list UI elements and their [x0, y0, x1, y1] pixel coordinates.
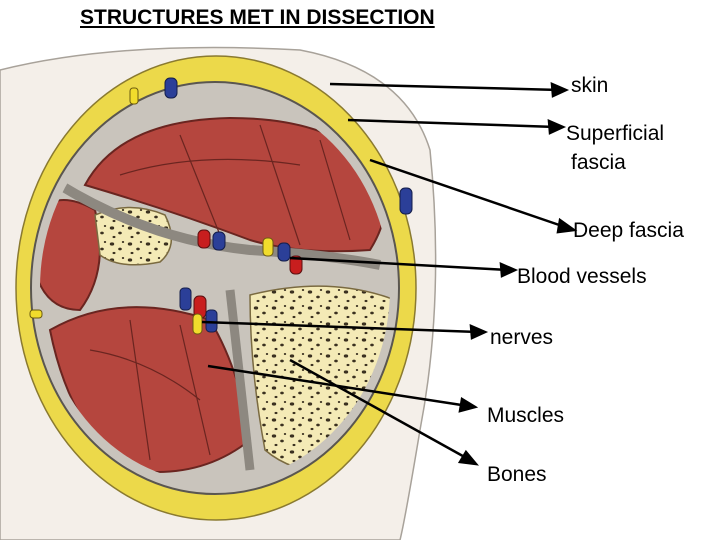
superficial-vein-right	[399, 187, 413, 215]
pointer-nerves	[201, 320, 479, 334]
diagram-title: STRUCTURES MET IN DISSECTION	[80, 6, 435, 29]
label-muscles: Muscles	[487, 404, 565, 427]
pointer-skin	[329, 82, 561, 92]
neurovascular-bundle-lower	[179, 287, 218, 335]
label-nerves: nerves	[490, 326, 554, 349]
pointer-bones	[289, 358, 471, 462]
superficial-vein-top	[164, 77, 178, 99]
superficial-nerve-top	[129, 87, 139, 105]
label-blood-vessels: Blood vessels	[517, 265, 647, 288]
label-deep-fascia: Deep fascia	[573, 219, 684, 242]
pointer-deep-fascia	[369, 158, 569, 230]
muscle-lateral	[40, 199, 101, 312]
neurovascular-bundle-upper	[197, 229, 303, 275]
label-superficial-fascia-line2: fascia	[571, 151, 626, 174]
label-superficial-fascia-line1: Superficial	[566, 122, 665, 145]
pointer-superficial-fascia	[347, 118, 557, 129]
superficial-nerve-left	[29, 309, 43, 319]
bone-upper	[94, 206, 173, 266]
label-skin: skin	[571, 74, 609, 97]
label-bones: Bones	[487, 463, 547, 486]
pointer-blood-vessels	[289, 256, 509, 272]
